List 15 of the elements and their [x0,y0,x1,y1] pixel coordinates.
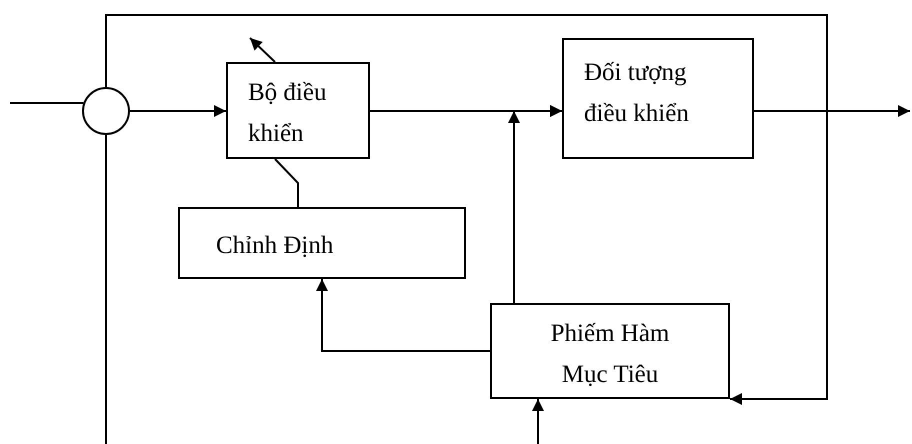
process-box [178,207,466,279]
process-box [562,38,754,159]
arrow [508,105,562,303]
summing-junction [82,87,130,135]
process-box [226,62,370,159]
box-label: Bộ điều khiển [248,79,326,147]
box-label: Phiếm Hàm Mục Tiêu [550,320,670,388]
box-label: Đối tượng điều khiển [584,59,689,127]
arrow [532,399,544,444]
arrow [130,105,226,117]
arrow [316,279,490,352]
box-label: Chỉnh Định [216,232,334,259]
arrow [730,110,828,405]
arrow [249,37,276,63]
process-box [490,303,730,399]
